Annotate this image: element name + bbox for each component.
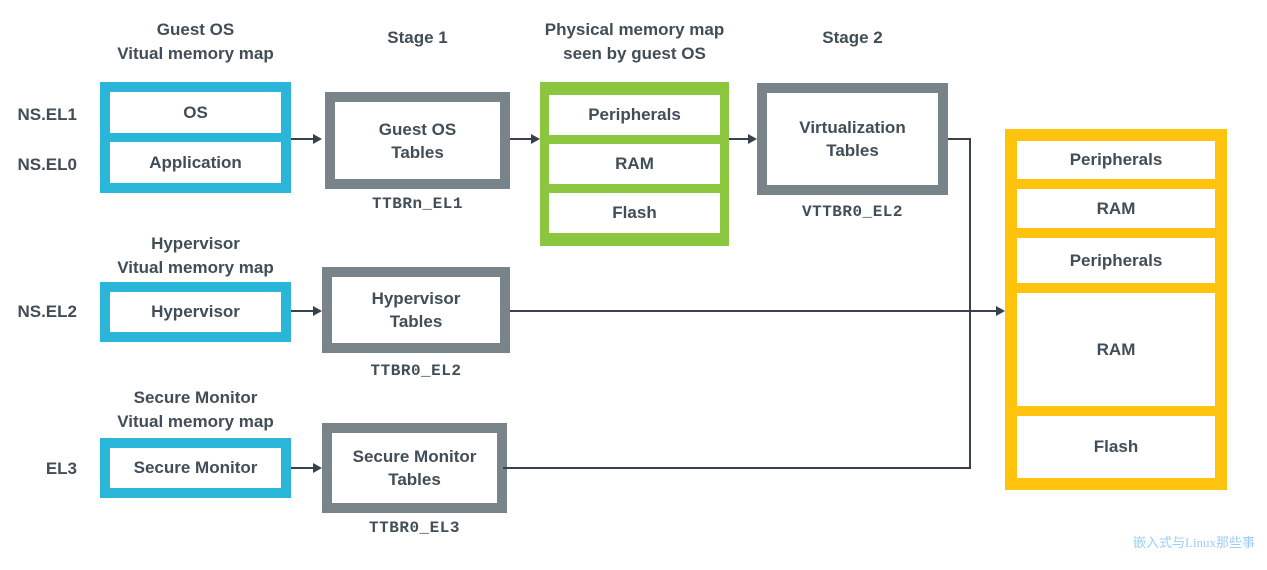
secure-monitor-tables-inner: Secure Monitor Tables xyxy=(332,433,497,503)
register-vttbr0-el2: VTTBR0_EL2 xyxy=(801,203,903,221)
system-phys-map-box: Peripherals RAM Peripherals RAM Flash xyxy=(1005,129,1227,490)
register-ttbr0-el3: TTBR0_EL3 xyxy=(369,519,460,537)
guest-os-map-title: Guest OS Vitual memory map xyxy=(100,18,291,66)
physical-map-title-line1: Physical memory map xyxy=(544,20,725,39)
guest-phys-cell-flash: Flash xyxy=(549,193,720,233)
el-label-ns-el2: NS.EL2 xyxy=(17,302,77,321)
guest-os-tables-line2: Tables xyxy=(391,142,444,162)
secure-monitor-tables-box: Secure Monitor Tables xyxy=(322,423,507,513)
system-phys-cell-peripherals-1: Peripherals xyxy=(1017,141,1215,179)
connector-hypervmap-to-hypervtables xyxy=(291,310,314,312)
arrowhead-securetables xyxy=(313,463,322,473)
physical-map-title-line2: seen by guest OS xyxy=(563,44,706,63)
hypervisor-map-title-line1: Hypervisor xyxy=(151,234,240,253)
arrowhead-virttables xyxy=(748,134,757,144)
stage1-title: Stage 1 xyxy=(387,28,448,47)
hypervisor-tables-line2: Tables xyxy=(389,312,443,331)
system-phys-cell-flash: Flash xyxy=(1017,416,1215,478)
hypervisor-tables-inner: Hypervisor Tables xyxy=(332,277,500,343)
connector-physmap-to-virttables xyxy=(729,138,749,140)
arrowhead-physmap xyxy=(531,134,540,144)
hypervisor-map-title-line2: Vitual memory map xyxy=(117,258,274,277)
guest-phys-map-box: Peripherals RAM Flash xyxy=(540,82,729,246)
system-phys-cell-peripherals-2: Peripherals xyxy=(1017,238,1215,283)
guest-os-tables-box: Guest OS Tables xyxy=(325,92,510,189)
guest-vm-map-box: OS Application xyxy=(100,82,291,193)
physical-map-title: Physical memory map seen by guest OS xyxy=(536,18,733,66)
secure-monitor-tables-line2: Tables xyxy=(388,470,441,489)
connector-guestmap-to-guesttables xyxy=(291,138,314,140)
watermark: 嵌入式与Linux那些事 xyxy=(1133,535,1256,550)
guest-os-tables-inner: Guest OS Tables xyxy=(335,102,500,179)
secure-monitor-map-title: Secure Monitor Vitual memory map xyxy=(100,386,291,434)
virtualization-tables-line1: Virtualization xyxy=(799,118,906,137)
guest-vm-cell-os: OS xyxy=(110,92,281,133)
stage2-title: Stage 2 xyxy=(822,28,883,47)
connector-vertical-merge xyxy=(969,138,971,469)
secure-monitor-tables-line1: Secure Monitor xyxy=(352,447,477,466)
connector-securetables-to-merge xyxy=(503,467,971,469)
secure-monitor-vm-map-box: Secure Monitor xyxy=(100,438,291,498)
hypervisor-vm-map-box: Hypervisor xyxy=(100,282,291,342)
secure-monitor-vm-cell: Secure Monitor xyxy=(110,448,281,488)
hypervisor-map-title: Hypervisor Vitual memory map xyxy=(100,232,291,280)
el-label-el3: EL3 xyxy=(45,459,77,478)
el-label-ns-el1: NS.EL1 xyxy=(17,105,77,124)
hypervisor-vm-cell: Hypervisor xyxy=(110,292,281,332)
connector-guesttables-to-physmap xyxy=(510,138,532,140)
arrowhead-hypervtables xyxy=(313,306,322,316)
secure-monitor-map-title-line2: Vitual memory map xyxy=(117,412,274,431)
virtualization-tables-line2: Tables xyxy=(826,141,879,160)
hypervisor-tables-box: Hypervisor Tables xyxy=(322,267,510,353)
guest-phys-cell-peripherals: Peripherals xyxy=(549,95,720,135)
hypervisor-tables-line1: Hypervisor xyxy=(371,289,461,308)
guest-os-tables-line1: Guest OS xyxy=(378,119,457,139)
register-ttbr0-el2: TTBR0_EL2 xyxy=(370,362,462,380)
guest-phys-cell-ram: RAM xyxy=(549,144,720,184)
arrowhead-sysmap xyxy=(996,306,1005,316)
system-phys-cell-ram-2: RAM xyxy=(1017,293,1215,406)
virtualization-tables-inner: Virtualization Tables xyxy=(767,93,938,185)
guest-os-map-title-line2: Vitual memory map xyxy=(117,44,274,63)
guest-os-map-title-line1: Guest OS xyxy=(156,20,235,39)
guest-vm-cell-application: Application xyxy=(110,142,281,183)
system-phys-cell-ram-1: RAM xyxy=(1017,189,1215,228)
register-ttbrn-el1: TTBRn_EL1 xyxy=(372,195,463,213)
el-label-ns-el0: NS.EL0 xyxy=(17,155,77,174)
connector-hypervtables-to-sysmap xyxy=(510,310,997,312)
arrowhead-guesttables xyxy=(313,134,322,144)
secure-monitor-map-title-line1: Secure Monitor xyxy=(133,388,258,407)
connector-securemap-to-securetables xyxy=(291,467,314,469)
connector-virttables-exit xyxy=(948,138,971,140)
virtualization-tables-box: Virtualization Tables xyxy=(757,83,948,195)
